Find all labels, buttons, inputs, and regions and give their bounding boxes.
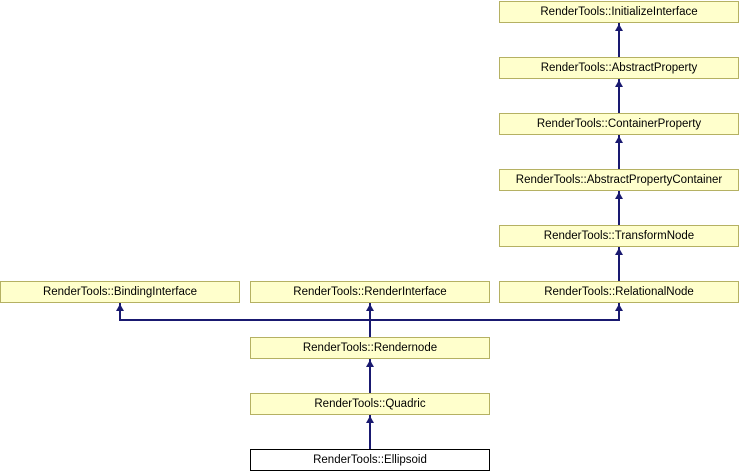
inheritance-arrowhead-icon [116, 304, 124, 311]
inheritance-arrowhead-icon [615, 304, 623, 311]
inheritance-arrowhead-icon [615, 80, 623, 87]
inheritance-arrowhead-icon [615, 24, 623, 31]
inheritance-edge [119, 303, 371, 337]
inheritance-arrowhead-icon [366, 304, 374, 311]
inheritance-arrowhead-icon [615, 248, 623, 255]
inheritance-arrowhead-icon [366, 416, 374, 423]
class-node-rendernode[interactable]: RenderTools::Rendernode [250, 337, 490, 359]
inheritance-arrowhead-icon [615, 192, 623, 199]
inheritance-edge [369, 303, 620, 337]
class-node-container-property[interactable]: RenderTools::ContainerProperty [499, 113, 739, 135]
inheritance-arrowhead-icon [615, 136, 623, 143]
class-node-abstract-property[interactable]: RenderTools::AbstractProperty [499, 57, 739, 79]
class-node-relational-node[interactable]: RenderTools::RelationalNode [499, 281, 739, 303]
class-node-quadric[interactable]: RenderTools::Quadric [250, 393, 490, 415]
class-node-abstract-property-container[interactable]: RenderTools::AbstractPropertyContainer [499, 169, 739, 191]
class-node-render-interface[interactable]: RenderTools::RenderInterface [250, 281, 490, 303]
class-node-initialize-interface[interactable]: RenderTools::InitializeInterface [499, 1, 739, 23]
class-node-binding-interface[interactable]: RenderTools::BindingInterface [0, 281, 240, 303]
class-node-ellipsoid-current: RenderTools::Ellipsoid [250, 449, 490, 471]
inheritance-arrowhead-icon [366, 360, 374, 367]
class-node-transform-node[interactable]: RenderTools::TransformNode [499, 225, 739, 247]
